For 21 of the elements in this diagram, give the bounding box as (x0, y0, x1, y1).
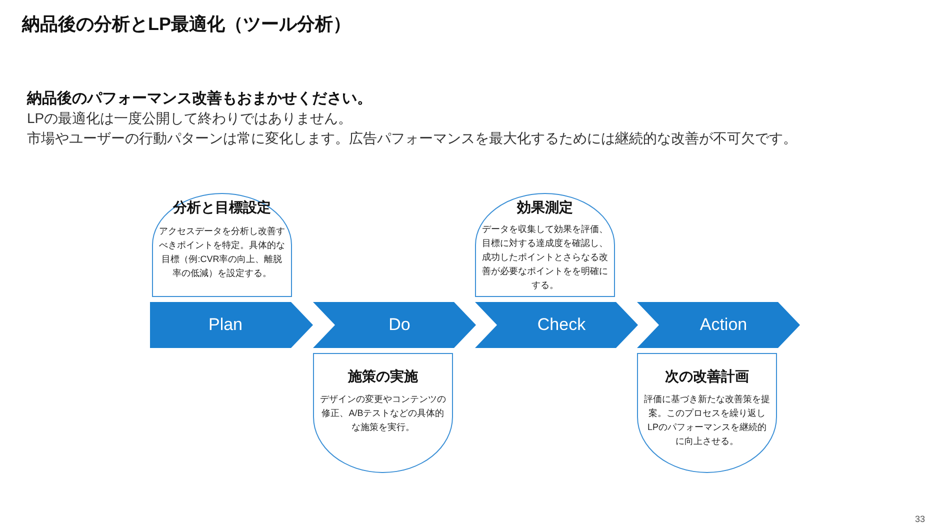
intro-text: LPの最適化は一度公開して終わりではありません。 (27, 110, 352, 128)
card-text: 評価に基づき新たな改善策を提案。このプロセスを繰り返しLPのパフォーマンスを継続的に向上させる。 (644, 393, 770, 448)
card-text: デザインの変更やコンテンツの修正、A/Bテストなどの具体的な施策を実行。 (320, 393, 446, 434)
arch-card (475, 193, 615, 297)
card-heading: 分析と目標設定 (172, 198, 272, 216)
card-text: データを収集して効果を評価、目標に対する達成度を確認し、成功したポイントとさらなる改善が必要なポイントをを明確にする。 (482, 223, 608, 292)
arch-card (637, 353, 777, 473)
arch-card (313, 353, 453, 473)
intro-text: 市場やユーザーの行動パターンは常に変化します。広告パフォーマンスを最大化するためには継続的な改善が不可欠です。 (27, 130, 797, 148)
page-number: 33 (915, 514, 926, 524)
card-heading: 施策の実施 (346, 367, 419, 385)
process-step: Do (313, 302, 476, 348)
process-step: Action (637, 302, 800, 348)
page-title: 納品後の分析とLP最適化（ツール分析） (22, 13, 352, 36)
card-text: アクセスデータを分析し改善すべきポイントを特定。具体的な目標（例:CVR率の向上、離脱率の低減）を設定する。 (159, 225, 285, 280)
arch-card (152, 193, 292, 297)
card-heading: 効果測定 (516, 198, 574, 216)
intro-heading: 納品後のパフォーマンス改善もおまかせください。 (27, 89, 372, 108)
process-step: Check (475, 302, 638, 348)
process-step: Plan (150, 302, 313, 348)
card-heading: 次の改善計画 (664, 367, 750, 385)
